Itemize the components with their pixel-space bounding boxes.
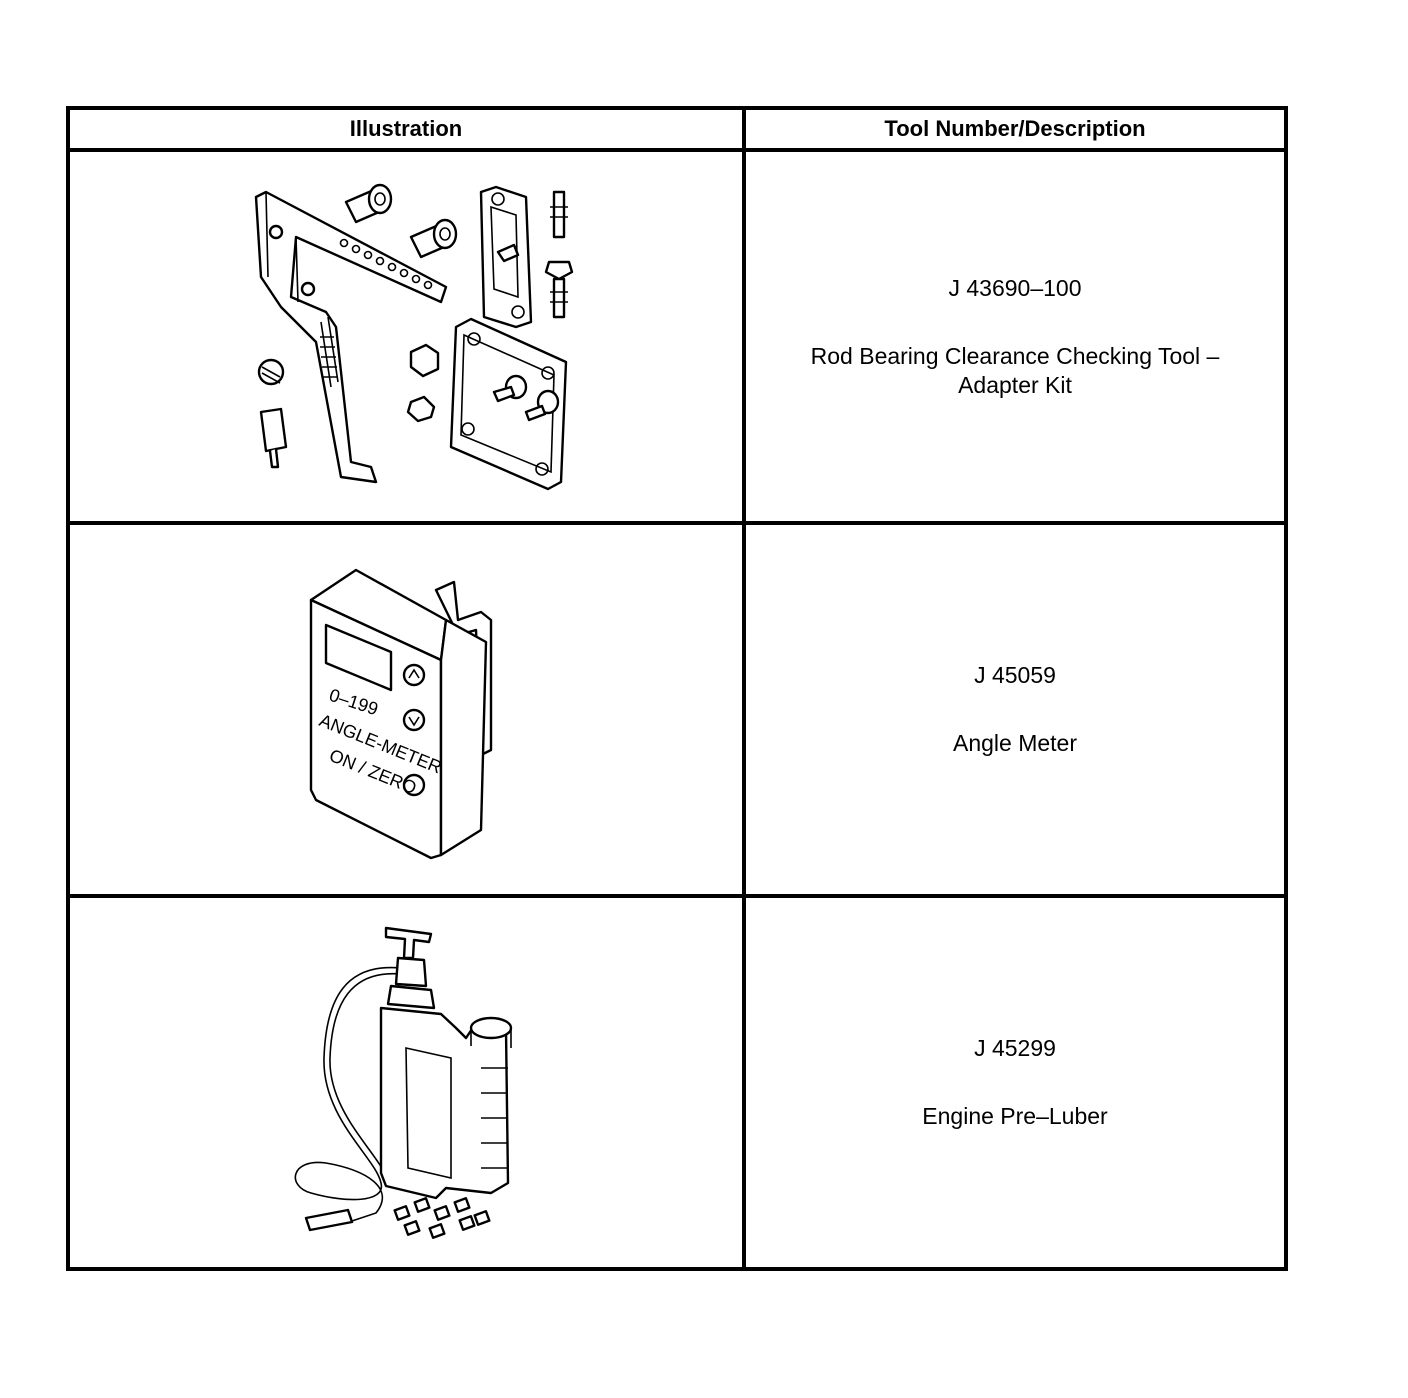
tool-number: J 45299 [974, 1035, 1056, 1061]
table-row: J 43690–100 Rod Bearing Clearance Checki… [66, 148, 1288, 525]
tool-description-cell: J 43690–100 Rod Bearing Clearance Checki… [742, 148, 1288, 525]
tool-table: Illustration Tool Number/Description [66, 106, 1288, 1271]
tool-description-header: Tool Number/Description [742, 106, 1288, 152]
table-row: 0–199 ANGLE-METER ON / ZERO J 45059 Angl… [66, 521, 1288, 898]
tool-description-cell: J 45299 Engine Pre–Luber [742, 894, 1288, 1271]
illustration-cell: 0–199 ANGLE-METER ON / ZERO [66, 521, 746, 898]
tool-description: Angle Meter [952, 730, 1077, 756]
tool-number: J 43690–100 [948, 274, 1082, 301]
tool-description: Engine Pre–Luber [922, 1103, 1108, 1129]
tool-description: Rod Bearing Clearance Checking Tool – Ad… [810, 342, 1220, 398]
illustration-cell [66, 148, 746, 525]
angle-meter-illustration: 0–199 ANGLE-METER ON / ZERO [309, 568, 493, 859]
illustration-cell [66, 894, 746, 1271]
header-row: Illustration Tool Number/Description [66, 106, 1288, 152]
adapter-kit-illustration [254, 183, 574, 490]
illustration-header: Illustration [66, 106, 746, 152]
tool-number: J 45059 [974, 662, 1056, 688]
tool-description-cell: J 45059 Angle Meter [742, 521, 1288, 898]
engine-pre-luber-illustration [294, 926, 513, 1239]
table-row: J 45299 Engine Pre–Luber [66, 894, 1288, 1271]
